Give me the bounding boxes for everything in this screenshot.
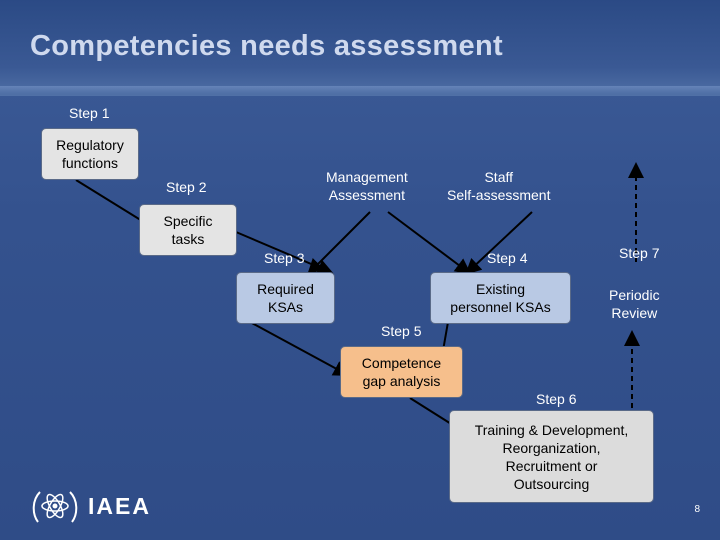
iaea-logo: IAEA — [30, 484, 151, 528]
step-3-label: Step 3 — [264, 250, 305, 266]
staff-self-assessment-label: Staff Self-assessment — [447, 169, 551, 203]
step-2-label: Step 2 — [166, 179, 207, 195]
management-assessment-label: Management Assessment — [326, 169, 408, 203]
competence-gap-analysis-box: Competence gap analysis — [340, 346, 463, 398]
page-number: 8 — [694, 504, 700, 515]
step-4-label: Step 4 — [487, 250, 528, 266]
periodic-review-label: Periodic Review — [609, 287, 660, 321]
slide-title: Competencies needs assessment — [30, 30, 503, 62]
title-divider — [0, 86, 720, 94]
title-bar — [0, 0, 720, 96]
step-7-label: Step 7 — [619, 245, 660, 261]
arrow-existing-to-existing — [465, 211, 533, 275]
step-1-label: Step 1 — [69, 105, 110, 121]
specific-tasks-box: Specific tasks — [139, 204, 237, 256]
regulatory-functions-box: Regulatory functions — [41, 128, 139, 180]
arrow-required-to-gap — [249, 321, 350, 376]
required-ksas-box: Required KSAs — [236, 272, 335, 324]
step-6-label: Step 6 — [536, 391, 577, 407]
iaea-logo-text: IAEA — [88, 492, 151, 519]
arrow-management-to-required — [307, 211, 371, 275]
arrow-staff-to-existing — [387, 211, 472, 275]
atom-laurel-icon — [32, 491, 78, 523]
training-development-box: Training & Development, Reorganization, … — [449, 410, 654, 503]
step-5-label: Step 5 — [381, 323, 422, 339]
existing-personnel-ksas-box: Existing personnel KSAs — [430, 272, 571, 324]
